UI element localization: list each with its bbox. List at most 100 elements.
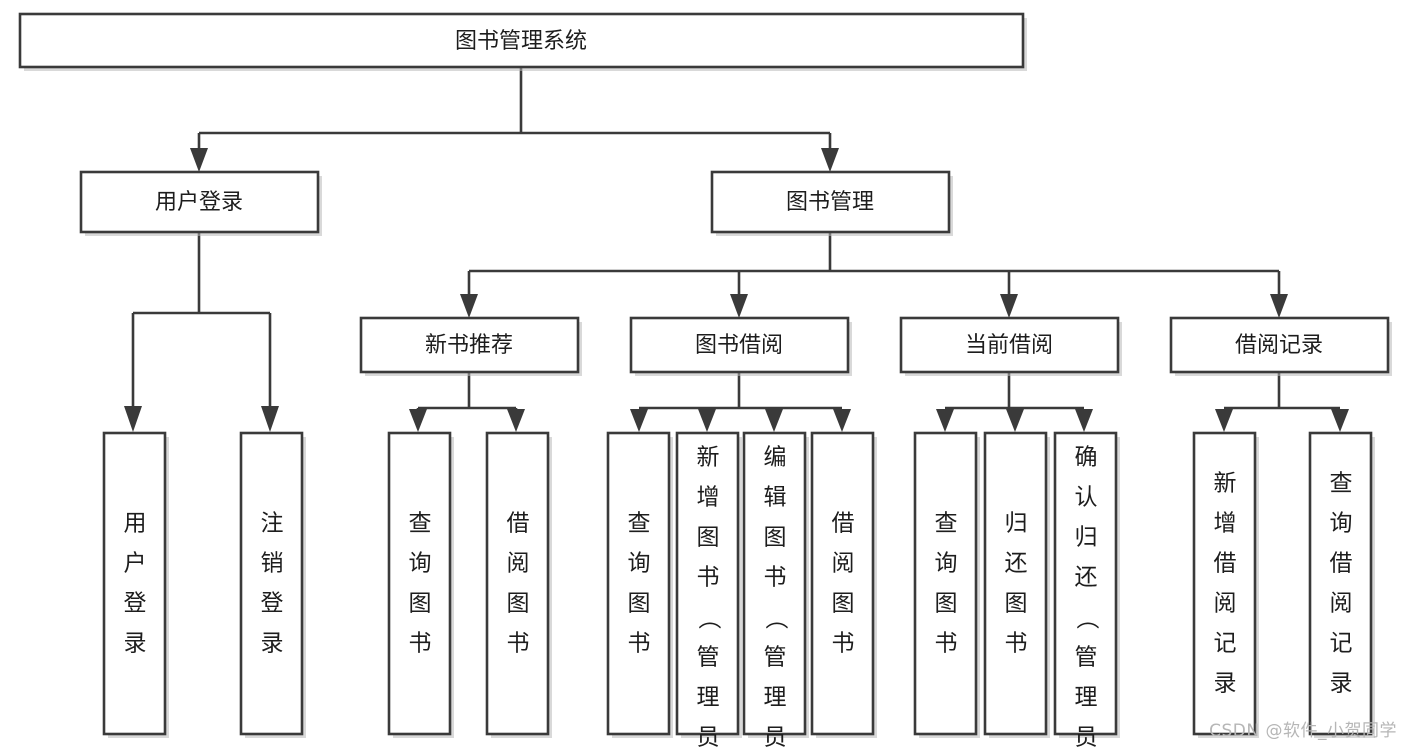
svg-text:阅: 阅	[507, 551, 530, 577]
svg-text:书: 书	[832, 631, 855, 657]
svg-text:记: 记	[1214, 631, 1237, 657]
svg-text:录: 录	[124, 631, 147, 657]
svg-text:录: 录	[1330, 671, 1353, 697]
node-root[interactable]: 图书管理系统	[18, 12, 1027, 71]
svg-text:增: 增	[697, 485, 720, 511]
svg-text:书: 书	[507, 631, 530, 657]
arrow-borrow-record-leaf-2	[1331, 409, 1349, 432]
arrow-new-book-leaf-2	[507, 409, 525, 432]
node-new-book-recommend[interactable]: 新书推荐	[359, 316, 582, 376]
node-current-borrow[interactable]: 当前借阅	[899, 316, 1122, 376]
svg-text:阅: 阅	[1214, 591, 1237, 617]
new-book-recommend-label: 新书推荐	[425, 333, 513, 358]
svg-text:阅: 阅	[832, 551, 855, 577]
arrow-bm-to-current-borrow	[1000, 294, 1018, 318]
node-book-borrow[interactable]: 图书借阅	[629, 316, 852, 376]
svg-text:新: 新	[697, 445, 720, 471]
svg-text:管: 管	[697, 645, 720, 671]
leaf-box	[387, 431, 452, 736]
leaf-box	[239, 431, 304, 736]
svg-text:注: 注	[261, 511, 284, 537]
svg-text:管: 管	[764, 645, 787, 671]
svg-text:借: 借	[1330, 551, 1353, 577]
arrow-root-to-book-management	[821, 148, 839, 172]
svg-text:员: 员	[1075, 725, 1098, 747]
svg-text:书: 书	[764, 565, 787, 591]
current-borrow-label: 当前借阅	[965, 333, 1053, 358]
svg-text:理: 理	[764, 685, 787, 711]
svg-text:图: 图	[935, 591, 958, 617]
arrow-book-borrow-leaf-2	[698, 409, 716, 432]
arrow-book-borrow-leaf-1	[630, 409, 648, 432]
leaf-box	[1053, 431, 1118, 736]
leaf-node[interactable]: 用户登录	[102, 431, 169, 738]
svg-text:询: 询	[409, 551, 432, 577]
svg-text:查: 查	[935, 511, 958, 537]
svg-text:还: 还	[1005, 551, 1028, 577]
svg-text:员: 员	[764, 725, 787, 747]
leaf-box	[913, 431, 978, 736]
book-borrow-box	[629, 316, 850, 374]
svg-text:增: 增	[1214, 511, 1237, 537]
node-user-login[interactable]: 用户登录	[79, 170, 322, 236]
borrow-record-box	[1169, 316, 1390, 374]
svg-text:登: 登	[124, 591, 147, 617]
arrow-user-login-leaf-2	[261, 406, 279, 432]
svg-text:询: 询	[935, 551, 958, 577]
svg-text:图: 图	[507, 591, 530, 617]
arrow-current-borrow-leaf-1	[936, 409, 954, 432]
arrow-root-to-user-login	[190, 148, 208, 172]
arrow-current-borrow-leaf-3	[1075, 409, 1093, 432]
arrow-user-login-leaf-1	[124, 406, 142, 432]
node-book-management[interactable]: 图书管理	[710, 170, 953, 236]
arrow-new-book-leaf-1	[409, 409, 427, 432]
svg-text:销: 销	[261, 551, 284, 577]
svg-text:图: 图	[697, 525, 720, 551]
svg-text:编: 编	[764, 445, 787, 471]
arrow-book-borrow-leaf-3	[765, 409, 783, 432]
leaf-box	[675, 431, 740, 736]
svg-text:图: 图	[1005, 591, 1028, 617]
node-borrow-record[interactable]: 借阅记录	[1169, 316, 1392, 376]
leaf-box	[742, 431, 807, 736]
arrow-bm-to-book-borrow	[730, 294, 748, 318]
arrow-bm-to-borrow-record	[1270, 294, 1288, 318]
current-borrow-box	[899, 316, 1120, 374]
user-login-box	[79, 170, 320, 234]
arrow-borrow-record-leaf-1	[1215, 409, 1233, 432]
svg-text:书: 书	[1005, 631, 1028, 657]
leaf-box	[810, 431, 875, 736]
arrow-current-borrow-leaf-2	[1006, 409, 1024, 432]
svg-text:图: 图	[628, 591, 651, 617]
svg-text:图: 图	[832, 591, 855, 617]
svg-text:辑: 辑	[764, 485, 787, 511]
svg-text:询: 询	[628, 551, 651, 577]
root-box	[18, 12, 1025, 69]
svg-text:（: （	[763, 607, 789, 630]
csdn-watermark: CSDN @软件_小贺同学	[1209, 721, 1397, 741]
svg-text:查: 查	[1330, 471, 1353, 497]
svg-text:借: 借	[507, 511, 530, 537]
user-login-label: 用户登录	[155, 190, 243, 215]
